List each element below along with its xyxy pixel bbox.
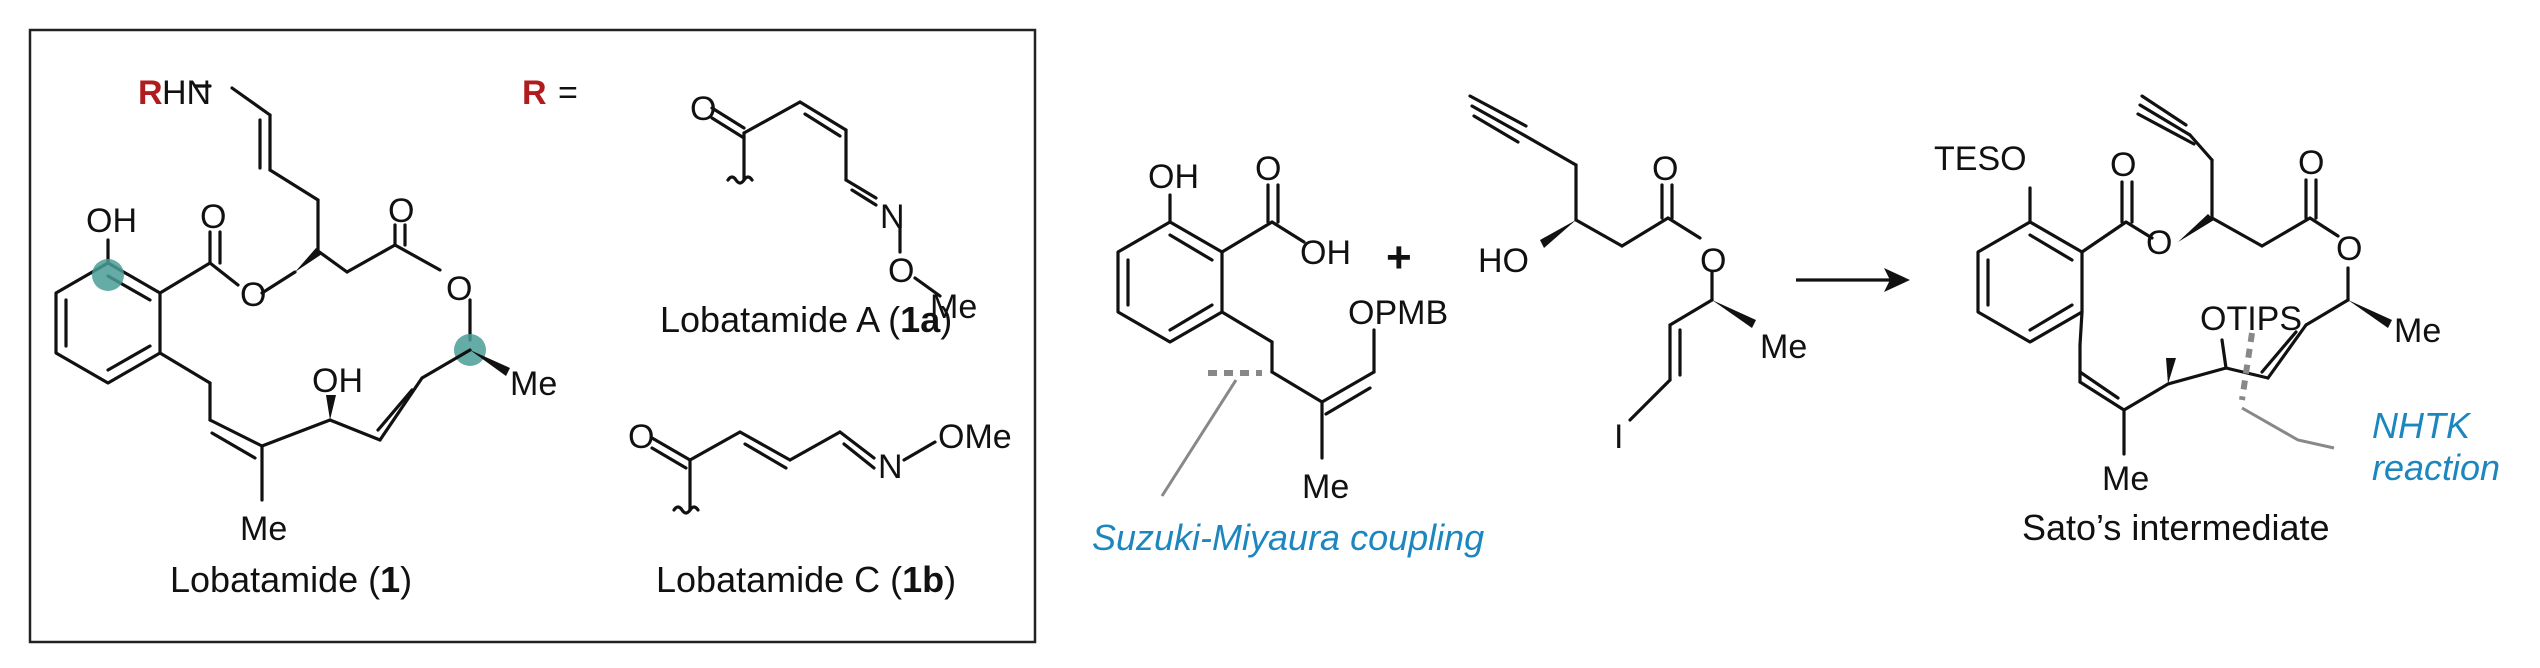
acyl-a-ome-o-label: O	[888, 252, 914, 290]
reagent-1-me-label: Me	[1302, 468, 1349, 506]
amine-label: HN	[162, 74, 211, 112]
product-caption: Sato’s intermediate	[2022, 507, 2330, 548]
acyl-c-o-label: O	[628, 418, 654, 456]
allylic-oh-label: OH	[312, 362, 363, 400]
lobatamide-structure	[54, 84, 510, 502]
lactone-carbonyl-o-label: O	[388, 192, 414, 230]
reagent-1-o-label: O	[1255, 150, 1281, 188]
product-o3-label: O	[2298, 144, 2324, 182]
lobatamide-caption: Lobatamide (1)	[170, 559, 412, 600]
product-methine-me-label: Me	[2394, 312, 2441, 350]
methine-methyl-label: Me	[510, 365, 557, 403]
ester-carbonyl-o-label: O	[200, 198, 226, 236]
iodide-label: I	[1614, 418, 1623, 456]
reagent-2-ho-label: HO	[1478, 242, 1529, 280]
product-o1-label: O	[2110, 146, 2136, 184]
reagent-2-carbonyl-o-label: O	[1652, 150, 1678, 188]
reagent-1-structure	[1116, 183, 1376, 460]
product-o2-label: O	[2146, 224, 2172, 262]
lobatamide-box	[28, 28, 1037, 644]
product-o4-label: O	[2336, 230, 2362, 268]
ester-o-label: O	[240, 276, 266, 314]
lobatamide-c-caption: Lobatamide C (1b)	[656, 559, 956, 600]
suzuki-annotation: Suzuki-Miyaura coupling	[1092, 517, 1484, 558]
product-vinyl-me-label: Me	[2102, 460, 2149, 498]
phenol-oh-label: OH	[86, 202, 137, 240]
lobatamide-c-acyl-structure	[650, 430, 937, 515]
acyl-a-ome-me-label: Me	[930, 288, 977, 326]
reagent-2-ester-o-label: O	[1700, 242, 1726, 280]
lobatamide-a-acyl-structure	[710, 100, 942, 298]
r-prefix-label: R	[138, 74, 163, 112]
acyl-a-o-label: O	[690, 90, 716, 128]
equals-sign: =	[558, 74, 578, 112]
lobatamide-a-caption: Lobatamide A (1a)	[660, 299, 952, 340]
nhtk-annotation-line1: NHTK	[2372, 405, 2472, 446]
reagent-2-me-label: Me	[1760, 328, 1807, 366]
stereocenter-highlight-1	[92, 259, 124, 291]
acyl-c-n-label: N	[878, 448, 903, 486]
vinyl-methyl-label: Me	[240, 510, 287, 548]
reaction-arrow	[1796, 268, 1910, 292]
acyl-a-n-label: N	[880, 198, 905, 236]
nhtk-annotation-line2: reaction	[2372, 447, 2500, 488]
nhtk-leader-line	[2241, 406, 2335, 450]
teso-label: TESO	[1934, 140, 2027, 178]
reagent-2-structure	[1468, 94, 1756, 422]
lactone-o-label: O	[446, 270, 472, 308]
acyl-c-ome-label: OMe	[938, 418, 1012, 456]
reagent-1-oh-label: OH	[1148, 158, 1199, 196]
suzuki-leader-line	[1160, 379, 1238, 497]
plus-sign: +	[1386, 233, 1412, 282]
otips-label: OTIPS	[2200, 300, 2302, 338]
nhtk-disconnection	[2239, 332, 2255, 401]
r-definition-label: R	[522, 74, 547, 112]
reagent-1-acid-oh-label: OH	[1300, 234, 1351, 272]
opmb-label: OPMB	[1348, 294, 1448, 332]
product-structure	[1976, 94, 2392, 456]
